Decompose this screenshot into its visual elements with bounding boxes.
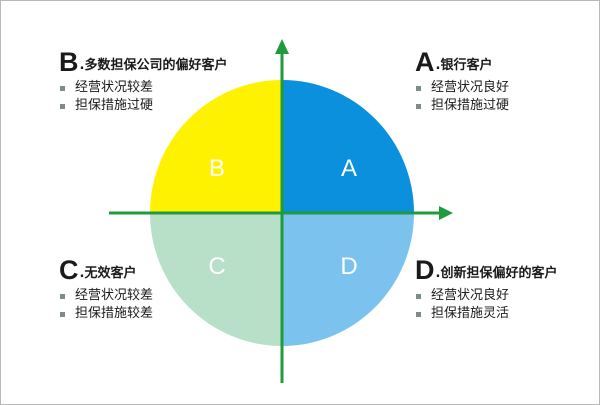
quadrant-b-slice: [150, 80, 282, 213]
quadrant-a-letter: A: [415, 47, 435, 77]
quadrant-c-letter: C: [59, 255, 79, 285]
bullet-item: 经营状况良好: [415, 79, 509, 97]
bullet-item: 担保措施过硬: [415, 97, 509, 115]
bullet-item: 经营状况良好: [415, 287, 557, 305]
quadrant-d-bullets: 经营状况良好 担保措施灵活: [415, 287, 557, 323]
quadrant-a-name: .银行客户: [435, 58, 493, 73]
bullet-item: 担保措施灵活: [415, 305, 557, 323]
bullet-square-icon: [416, 103, 421, 109]
quadrant-b-bullets: 经营状况较差 担保措施过硬: [59, 79, 227, 115]
quadrant-a-label: A .银行客户 经营状况良好 担保措施过硬: [415, 47, 509, 115]
bullet-item: 经营状况较差: [59, 287, 153, 305]
quadrant-c-label: C .无效客户 经营状况较差 担保措施较差: [59, 255, 153, 323]
bullet-square-icon: [416, 85, 421, 91]
quadrant-a-slice: [282, 80, 414, 213]
quadrant-a-title: A .银行客户: [415, 47, 509, 77]
quadrant-c-bullets: 经营状况较差 担保措施较差: [59, 287, 153, 323]
quadrant-c-slice: [150, 213, 282, 346]
bullet-item: 担保措施较差: [59, 305, 153, 323]
quadrant-b-title: B .多数担保公司的偏好客户: [59, 47, 228, 77]
quadrant-d-slice: [282, 213, 414, 346]
quadrant-b-name: .多数担保公司的偏好客户: [79, 58, 228, 73]
quadrant-b-label: B .多数担保公司的偏好客户 经营状况较差 担保措施过硬: [59, 47, 228, 115]
bullet-square-icon: [60, 311, 65, 317]
quadrant-d-letter: D: [415, 255, 435, 285]
circle-letter-d: D: [340, 253, 357, 280]
bullet-item: 经营状况较差: [59, 79, 227, 97]
quadrant-c-name: .无效客户: [79, 266, 137, 281]
circle-letter-c: C: [208, 253, 225, 280]
bullet-item: 担保措施过硬: [59, 97, 227, 115]
bullet-square-icon: [60, 293, 65, 299]
quadrant-d-label: D .创新担保偏好的客户 经营状况良好 担保措施灵活: [415, 255, 558, 323]
quadrant-a-bullets: 经营状况良好 担保措施过硬: [415, 79, 509, 115]
bullet-square-icon: [60, 103, 65, 109]
quadrant-d-title: D .创新担保偏好的客户: [415, 255, 558, 285]
horizontal-axis-arrowhead: [439, 206, 453, 220]
bullet-square-icon: [416, 293, 421, 299]
axes: [109, 39, 453, 383]
bullet-square-icon: [60, 85, 65, 91]
circle-letter-b: B: [209, 155, 225, 182]
quadrant-c-title: C .无效客户: [59, 255, 153, 285]
bullet-square-icon: [416, 311, 421, 317]
circle-letter-a: A: [341, 155, 357, 182]
quadrant-b-letter: B: [59, 47, 79, 77]
quadrant-d-name: .创新担保偏好的客户: [435, 266, 558, 281]
vertical-axis-arrowhead: [275, 39, 289, 54]
